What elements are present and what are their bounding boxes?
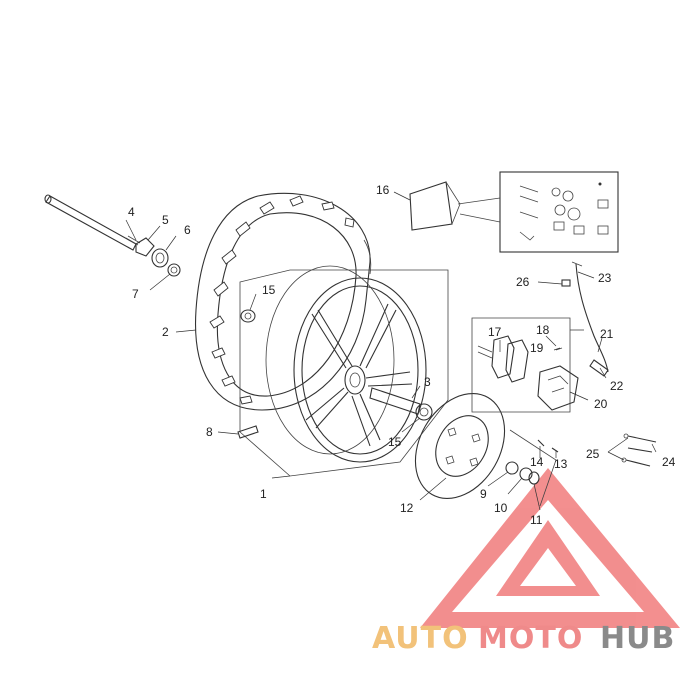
watermark-word-auto: AUTO [372,621,469,656]
callout-15-upper: 15 [262,283,276,297]
callout-4: 4 [128,205,135,219]
callout-15-lower: 15 [388,435,402,449]
callout-9: 9 [480,487,487,501]
watermark-logo [420,468,680,628]
callout-12: 12 [400,501,414,515]
callout-24: 24 [662,455,676,469]
brake-hose-part [561,261,609,377]
callout-20: 20 [594,397,608,411]
callout-25: 25 [586,447,600,461]
watermark-triangle-outer [420,468,680,628]
brake-disc-part [414,392,506,500]
watermark-word-moto: MOTO [478,621,583,656]
callout-labels: 4 5 6 7 2 15 1 3 15 8 12 9 10 11 14 13 1… [128,183,676,527]
callout-13: 13 [554,457,568,471]
callout-8: 8 [206,425,213,439]
leader-lines [125,191,657,511]
watermark-wordmark: AUTO MOTO HUB [372,621,675,656]
tyre-part [194,192,372,411]
axle-part [44,194,141,251]
kit-contents-detail [519,182,609,241]
brake-caliper-assembly [471,317,584,413]
wheel-rim-part [239,265,449,477]
hub-spacer-part [240,309,433,421]
disc-bolt-parts [505,429,559,507]
callout-10: 10 [494,501,508,515]
callout-11: 11 [530,513,543,527]
callout-5: 5 [162,213,169,227]
callout-21: 21 [600,327,614,341]
callout-2: 2 [162,325,169,339]
callout-19: 19 [530,341,544,355]
callout-26: 26 [516,275,530,289]
callout-22: 22 [610,379,624,393]
valve-part [237,425,259,439]
watermark-word-hub: HUB [600,621,675,656]
callout-16: 16 [376,183,390,197]
spacer-bushing-part [135,237,181,277]
callout-1: 1 [260,487,267,501]
callout-23: 23 [598,271,612,285]
callout-7: 7 [132,287,139,301]
callout-3: 3 [424,375,431,389]
caliper-bolts [621,433,657,467]
callout-6: 6 [184,223,191,237]
watermark-triangle-inner [496,520,600,596]
callout-18: 18 [536,323,550,337]
callout-14: 14 [530,455,544,469]
parts-kit-package [409,171,619,253]
callout-17: 17 [488,325,502,339]
